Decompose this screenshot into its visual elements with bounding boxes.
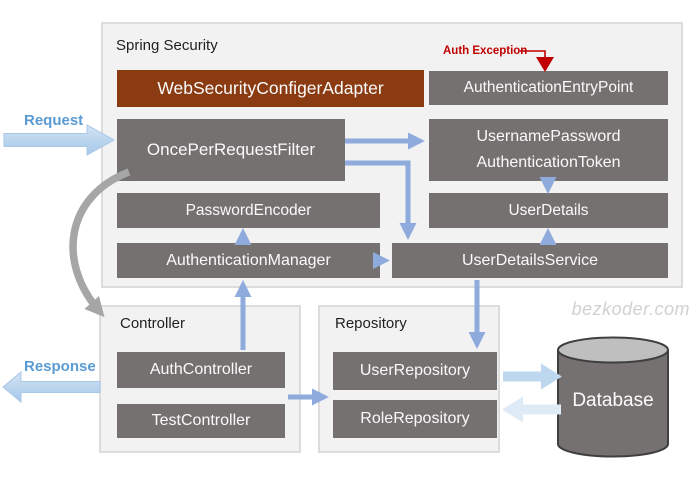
node-database: Database (572, 390, 654, 411)
node-authentication-manager: AuthenticationManager (117, 243, 380, 278)
node-user-repository: UserRepository (333, 352, 497, 390)
response-label: Response (24, 358, 96, 375)
node-web-security-configer-adapter: WebSecurityConfigerAdapter (117, 70, 424, 107)
watermark-text: bezkoder.com (571, 299, 690, 319)
node-role-repository: RoleRepository (333, 400, 497, 438)
spring-security-title: Spring Security (116, 37, 218, 54)
node-auth-controller: AuthController (117, 352, 285, 388)
node-authentication-entry-point: AuthenticationEntryPoint (429, 71, 668, 105)
controller-title: Controller (120, 315, 186, 332)
node-username-password-authentication-token: UsernamePassword AuthenticationToken (429, 119, 668, 181)
auth-exception-label: Auth Exception (443, 45, 528, 57)
arrow-user-repository-to-database (503, 363, 562, 390)
node-user-details: UserDetails (429, 193, 668, 228)
arrow-database-to-role-repository (502, 396, 561, 423)
repository-title: Repository (335, 315, 407, 332)
node-user-details-service: UserDetailsService (392, 243, 668, 278)
node-once-per-request-filter: OncePerRequestFilter (117, 119, 345, 181)
node-password-encoder: PasswordEncoder (117, 193, 380, 228)
request-arrow (3, 124, 116, 156)
response-arrow (2, 370, 101, 404)
request-label: Request (24, 112, 84, 129)
node-test-controller: TestController (117, 404, 285, 438)
